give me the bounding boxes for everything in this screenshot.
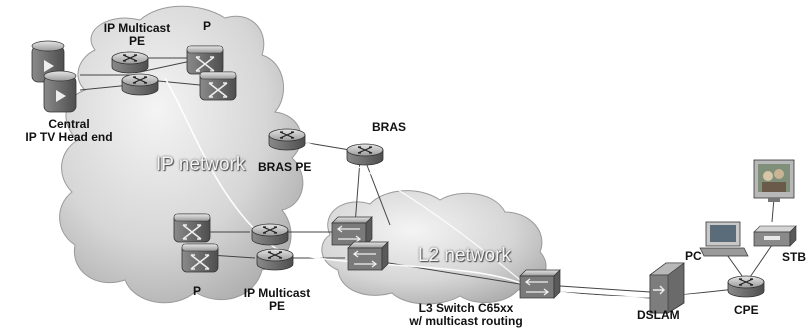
multicast-path <box>164 77 741 298</box>
router-icon <box>199 71 237 101</box>
router-icon <box>111 51 149 74</box>
router-icon <box>256 248 294 271</box>
stb-label: STB <box>782 250 806 264</box>
p-top-label: P <box>203 19 212 33</box>
router-icon <box>173 213 211 243</box>
l2-network-label: L2 network <box>418 245 511 266</box>
headend-server-2 <box>43 70 77 113</box>
layer3-switch-icon <box>331 216 373 246</box>
bras-pe-label: BRAS PE <box>258 160 312 174</box>
pc-label: PC <box>685 249 702 263</box>
layer3-switch-icon <box>519 269 561 299</box>
tv-icon <box>753 159 795 202</box>
layer3-switch-icon <box>347 241 389 271</box>
ip-network-cloud <box>59 5 304 304</box>
router-icon <box>346 143 384 166</box>
ip-network-label: IP network <box>156 154 246 175</box>
router-icon <box>251 223 289 246</box>
dslam-icon <box>649 262 685 314</box>
router-icon <box>268 128 306 151</box>
pc-icon <box>699 221 749 257</box>
p-bottom-label: P <box>193 284 202 298</box>
router-icon <box>181 243 219 273</box>
dslam-label: DSLAM <box>637 308 680 322</box>
bras-label: BRAS <box>372 120 407 134</box>
router-icon <box>186 45 224 75</box>
router-icon <box>121 73 159 96</box>
set-top-box-icon <box>753 225 797 247</box>
router-icon <box>727 275 765 298</box>
cpe-label: CPE <box>734 303 759 317</box>
